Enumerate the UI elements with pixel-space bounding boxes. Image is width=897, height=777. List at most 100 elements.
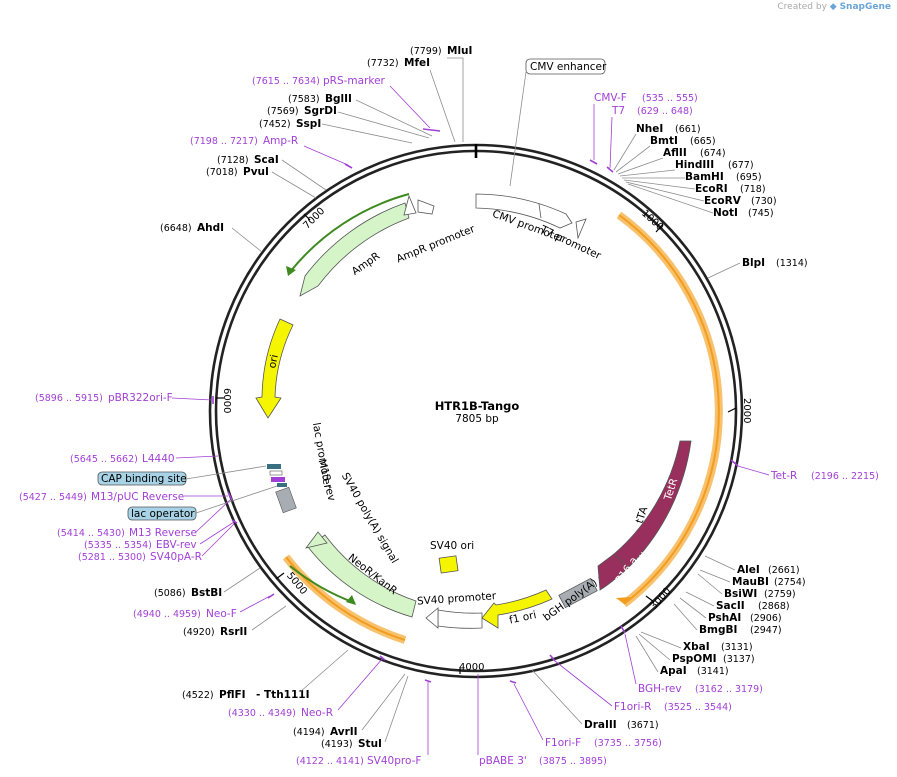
primer-name-pbabe[interactable]: pBABE 3': [479, 755, 527, 767]
site-name-hindiii[interactable]: HindIII: [675, 159, 714, 171]
f1-ori-feature[interactable]: [481, 589, 553, 629]
site-name-bglii[interactable]: BglII: [325, 93, 352, 105]
site-name-pflfi[interactable]: PflFI: [219, 689, 246, 701]
primer-pos-ebv[interactable]: (5335 .. 5354): [84, 540, 152, 551]
cmv-promoter-feature[interactable]: [475, 193, 573, 229]
site-pos-scai[interactable]: (7128): [217, 155, 249, 166]
cap-binding-site-feature[interactable]: [267, 464, 281, 469]
lac-operator-box[interactable]: [127, 506, 197, 521]
site-name-mlui[interactable]: MluI: [447, 45, 472, 57]
site-pos-noti[interactable]: (745): [748, 208, 774, 219]
site-name-sgrdi[interactable]: SgrDI: [304, 105, 337, 117]
primer-pos-bgh[interactable]: (3162 .. 3179): [695, 684, 763, 695]
site-pos-nhei[interactable]: (661): [675, 124, 701, 135]
sv40-ori-feature[interactable]: [438, 555, 459, 574]
vp16-feature[interactable]: [597, 553, 629, 591]
site-name-maubi[interactable]: MauBI: [732, 576, 769, 588]
site-pos-sspi[interactable]: (7452): [259, 119, 291, 130]
site-pos-hindiii[interactable]: (677): [728, 160, 754, 171]
site-name-sspi[interactable]: SspI: [296, 118, 321, 130]
primer-name-m13r[interactable]: M13 Reverse: [129, 527, 197, 539]
site-pos-bsiwi[interactable]: (2759): [764, 589, 796, 600]
site-name-blpi[interactable]: BlpI: [742, 257, 765, 269]
cap-binding-site-box[interactable]: [97, 471, 187, 486]
site-name-ecorv[interactable]: EcoRV: [704, 195, 742, 207]
site-name-bsiwi[interactable]: BsiWI: [724, 588, 757, 600]
primer-pos-neof[interactable]: (4940 .. 4959): [133, 609, 201, 620]
primer-pos-f1f[interactable]: (3735 .. 3756): [594, 738, 662, 749]
site-name-stui[interactable]: StuI: [358, 738, 382, 750]
site-name-tth111i[interactable]: - Tth111I: [256, 689, 310, 701]
site-name-bmgbi[interactable]: BmgBI: [699, 624, 737, 636]
primer-pos-f1r[interactable]: (3525 .. 3544): [664, 702, 732, 713]
site-pos-bamhi[interactable]: (695): [736, 172, 762, 183]
site-pos-bmti[interactable]: (665): [690, 136, 716, 147]
site-pos-apai[interactable]: (3141): [697, 666, 729, 677]
site-pos-blpi[interactable]: (1314): [776, 258, 808, 269]
site-name-pvui[interactable]: PvuI: [243, 166, 269, 178]
primer-name-ampr[interactable]: Amp-R: [263, 135, 298, 147]
site-pos-aflii[interactable]: (674): [700, 148, 726, 159]
site-name-bamhi[interactable]: BamHI: [685, 171, 724, 183]
sv40-promoter-feature[interactable]: [437, 609, 483, 629]
primer-name-tetr[interactable]: Tet-R: [770, 470, 797, 482]
site-name-ecori[interactable]: EcoRI: [695, 183, 728, 195]
primer-name-sv40pro[interactable]: SV40pro-F: [367, 755, 421, 767]
site-pos-stui[interactable]: (4193): [321, 739, 353, 750]
site-pos-bstbi[interactable]: (5086): [154, 588, 186, 599]
primer-name-ebv[interactable]: EBV-rev: [156, 539, 197, 551]
site-name-xbai[interactable]: XbaI: [683, 641, 710, 653]
site-pos-mfei[interactable]: (7732): [367, 58, 399, 69]
site-name-avrii[interactable]: AvrII: [330, 726, 358, 738]
primer-pos-m13r[interactable]: (5414 .. 5430): [57, 528, 125, 539]
site-pos-bglii[interactable]: (7583): [288, 94, 320, 105]
site-name-scai[interactable]: ScaI: [254, 154, 279, 166]
ampr-feature[interactable]: [299, 202, 410, 297]
primer-name-f1r[interactable]: F1ori-R: [614, 701, 651, 713]
primer-name-cmvf[interactable]: CMV-F: [594, 92, 627, 104]
site-name-aflii[interactable]: AflII: [663, 147, 687, 159]
lac-operator-feature[interactable]: [277, 483, 287, 487]
primer-pos-prs[interactable]: (7615 .. 7634): [252, 76, 320, 87]
primer-name-bgh[interactable]: BGH-rev: [638, 683, 682, 695]
primer-name-neor[interactable]: Neo-R: [301, 707, 333, 719]
primer-name-t7[interactable]: T7: [611, 105, 625, 117]
site-pos-draiii[interactable]: (3671): [627, 720, 659, 731]
site-name-alei[interactable]: AleI: [737, 564, 760, 576]
site-pos-xbai[interactable]: (3131): [721, 642, 753, 653]
site-pos-ecori[interactable]: (718): [740, 184, 766, 195]
primer-pos-l4440[interactable]: (5645 .. 5662): [70, 454, 138, 465]
site-pos-ahdi[interactable]: (6648): [160, 223, 192, 234]
site-name-mfei[interactable]: MfeI: [404, 57, 430, 69]
site-pos-pshai[interactable]: (2906): [750, 613, 782, 624]
primer-name-prs[interactable]: pRS-marker: [323, 75, 386, 87]
primer-pos-sv40pro[interactable]: (4122 .. 4141): [296, 756, 364, 767]
m13-rev-feature[interactable]: [271, 477, 285, 482]
site-name-rsrii[interactable]: RsrII: [220, 626, 247, 638]
site-pos-bmgbi[interactable]: (2947): [750, 625, 782, 636]
site-pos-pvui[interactable]: (7018): [206, 167, 238, 178]
site-pos-sgrdi[interactable]: (7569): [267, 106, 299, 117]
ampr-promoter-feature[interactable]: [403, 194, 417, 216]
primer-pos-ampr[interactable]: (7198 .. 7217): [190, 136, 258, 147]
site-name-bstbi[interactable]: BstBI: [191, 587, 222, 599]
primer-pos-pbabe[interactable]: (3875 .. 3895): [539, 756, 607, 767]
site-name-pshai[interactable]: PshAI: [708, 612, 741, 624]
site-name-pspomi[interactable]: PspOMI: [672, 653, 717, 665]
primer-pos-cmvf[interactable]: (535 .. 555): [642, 93, 698, 104]
site-pos-maubi[interactable]: (2754): [774, 577, 806, 588]
site-name-nhei[interactable]: NheI: [636, 123, 663, 135]
bgh-polya-feature[interactable]: [558, 577, 598, 609]
site-pos-ecorv[interactable]: (730): [751, 196, 777, 207]
site-name-draiii[interactable]: DraIII: [584, 719, 617, 731]
primer-pos-m13puc[interactable]: (5427 .. 5449): [19, 492, 87, 503]
primer-pos-neor[interactable]: (4330 .. 4349): [228, 708, 296, 719]
neor-kanr-feature[interactable]: [307, 534, 417, 618]
primer-name-m13puc[interactable]: M13/pUC Reverse: [91, 491, 184, 503]
site-pos-mlui[interactable]: (7799): [410, 46, 442, 57]
site-name-bmti[interactable]: BmtI: [650, 135, 678, 147]
lac-promoter-feature[interactable]: [269, 470, 283, 476]
primer-pos-sv40pa[interactable]: (5281 .. 5300): [78, 552, 146, 563]
sv40-polya-feature[interactable]: [275, 486, 297, 514]
primer-name-l4440[interactable]: L4440: [142, 453, 175, 465]
